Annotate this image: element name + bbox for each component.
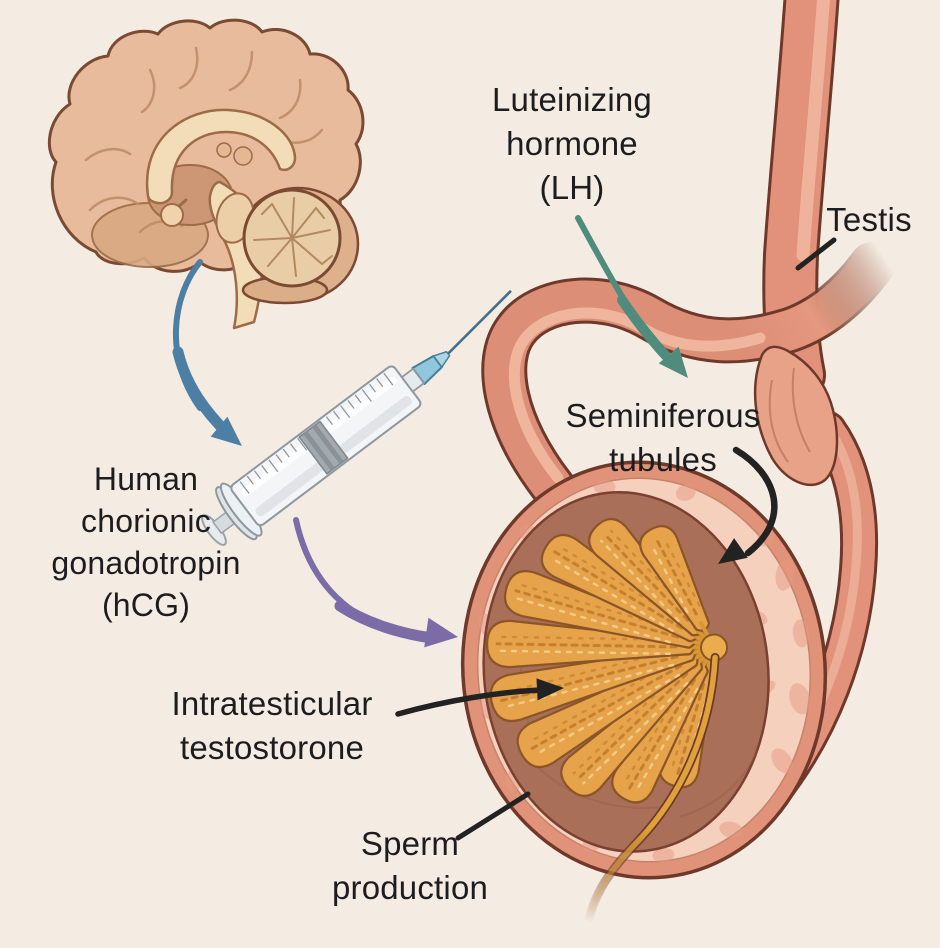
seminiferous-arrowhead: [718, 538, 748, 564]
brain-to-syringe-arrowhead: [210, 416, 242, 446]
gyri-lines: [84, 46, 324, 234]
sperm-production-line: [455, 791, 531, 841]
hcg-arrow: [293, 517, 438, 644]
barrel-neck: [400, 367, 425, 393]
cerebellum-folia: [253, 197, 333, 277]
epididymis-head: [753, 345, 839, 486]
lh-arrowhead: [658, 346, 688, 378]
brain-illustration: [47, 18, 365, 330]
hcg-arrowhead: [424, 617, 458, 648]
pituitary-gland: [160, 203, 184, 227]
annotation-arrows: [395, 237, 837, 841]
needle: [447, 289, 512, 355]
corpus-callosum: [145, 108, 297, 205]
testis-pointer-line: [795, 237, 837, 271]
stopper: [298, 420, 349, 475]
testis-illustration: [460, 460, 828, 927]
syringe-illustration: [201, 289, 512, 546]
efferent-duct: [583, 653, 720, 927]
graduation-marks: [239, 372, 394, 494]
tube-loop: [481, 242, 895, 510]
intratesticular-arrowhead: [536, 678, 564, 701]
seminiferous-arrow: [732, 446, 778, 557]
intratesticular-arrow: [395, 687, 543, 717]
